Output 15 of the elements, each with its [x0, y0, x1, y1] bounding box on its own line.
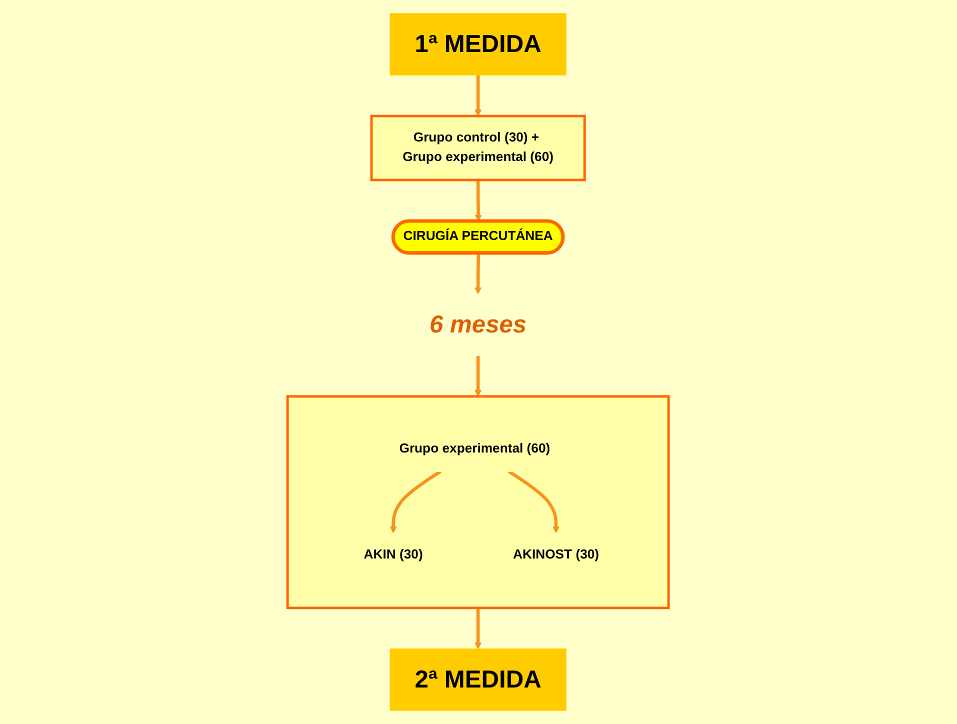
node-text: AKINOST (30) [513, 548, 600, 562]
arrow [474, 253, 482, 294]
node-box: 1ª MEDIDA [390, 13, 567, 76]
node-text: 6 meses [430, 311, 528, 338]
node-box: 2ª MEDIDA [390, 648, 567, 711]
arrow [508, 470, 560, 534]
arrow [474, 355, 482, 397]
node-text: Grupo experimental (60) [400, 442, 551, 456]
arrow [390, 470, 442, 534]
node-box: Grupo control (30) + Grupo experimental (60) [370, 114, 586, 182]
cluster [286, 395, 670, 610]
arrow [474, 75, 482, 116]
arrow [475, 180, 482, 222]
arrow [474, 608, 482, 650]
node-text: AKIN (30) [364, 548, 424, 562]
